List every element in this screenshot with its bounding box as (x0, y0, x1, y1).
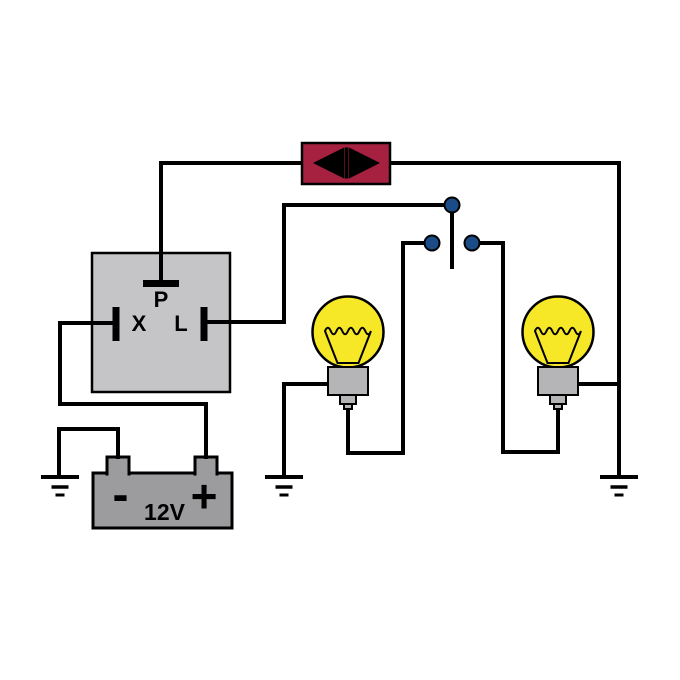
wire-battery-minus-to-ground (57, 427, 120, 477)
indicator-divider (344, 147, 349, 179)
ground-symbol-left (41, 475, 79, 497)
wire-switch-left-to-bulb-left (346, 241, 432, 455)
switch-right-contact (463, 234, 481, 252)
relay-terminal-x-bar (112, 307, 120, 341)
bulb-left-filament (323, 326, 372, 364)
ground-symbol-middle (265, 475, 303, 497)
wire-bulb-left-base-to-ground (282, 382, 328, 477)
battery-voltage-label: 12V (144, 499, 186, 525)
relay-label-l: L (174, 311, 187, 336)
battery-body (91, 471, 234, 530)
relay-terminal-l-bar (200, 307, 208, 341)
relay-terminal-p-bar (143, 280, 179, 287)
wires (57, 161, 621, 477)
bulb-left (311, 295, 385, 410)
battery-minus-label: - (113, 469, 129, 522)
toggle-switch (423, 196, 481, 252)
bulb-right-base (537, 366, 579, 396)
switch-left-contact (423, 234, 441, 252)
bulb-right-filament (533, 326, 582, 364)
ground-symbol-right (600, 475, 638, 497)
bulb-right-base-step (549, 394, 567, 405)
turn-signal-indicator (300, 141, 392, 186)
bulb-left-base (327, 366, 369, 396)
wire-relay-x-to-battery-plus (58, 321, 208, 459)
relay-terminals (112, 280, 208, 341)
switch-common-contact (443, 196, 461, 214)
right-arrow-icon (349, 147, 380, 179)
relay-label-p: P (154, 287, 169, 312)
bulb-left-base-step (339, 394, 357, 405)
ground-symbols (41, 475, 638, 497)
wire-indicator-to-ground-right (390, 161, 621, 477)
wire-relay-l-to-switch-common (207, 203, 452, 324)
bulb-left-contact-stub (343, 403, 353, 410)
left-arrow-icon (313, 147, 344, 179)
battery-12v: - + 12V (91, 455, 234, 530)
bulb-right-contact-stub (553, 403, 563, 410)
relay-label-x: X (132, 311, 147, 336)
battery-plus-label: + (191, 470, 218, 522)
bulb-right (521, 295, 595, 410)
wire-relay-p-to-indicator (159, 161, 302, 282)
wire-switch-right-to-bulb-right (472, 241, 560, 454)
